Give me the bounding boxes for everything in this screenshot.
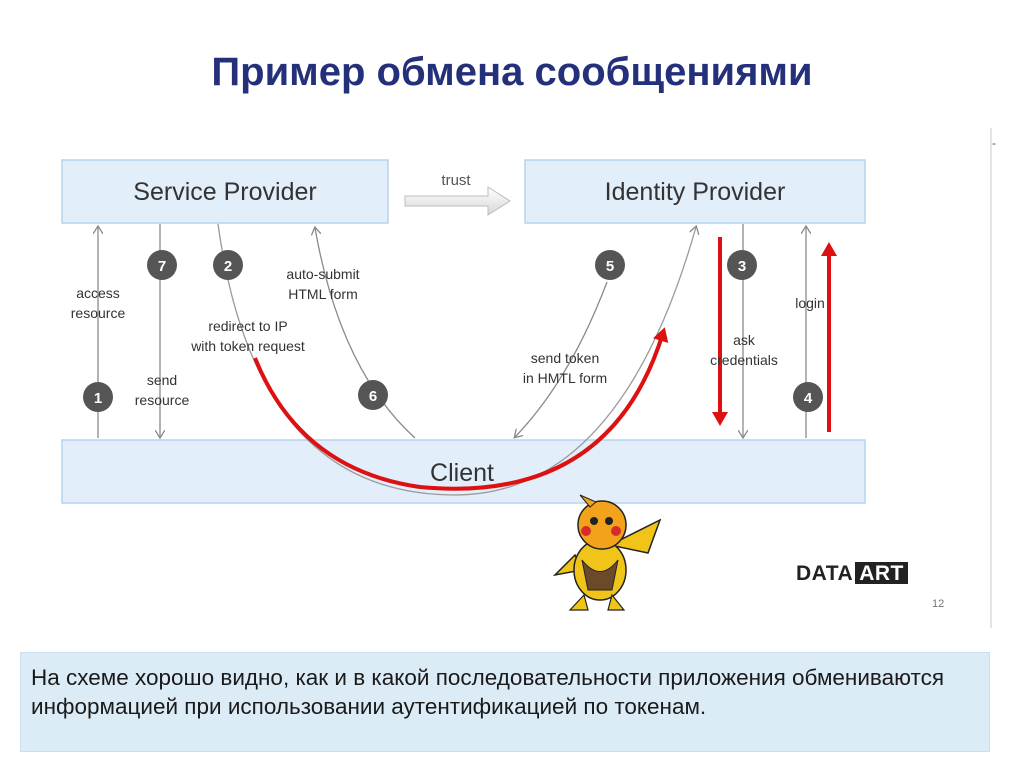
caption-box: На схеме хорошо видно, как и в какой пос… (20, 652, 990, 752)
step-badge-5: 5 (595, 250, 625, 280)
identity-provider-box (524, 159, 866, 224)
svg-text:2: 2 (224, 258, 232, 275)
step-6-label-line-2: HTML form (288, 286, 357, 302)
step-badge-3: 3 (727, 250, 757, 280)
slide-edge-divider (990, 128, 992, 628)
service-provider-label: Service Provider (133, 178, 316, 206)
step-6-arrow (315, 228, 416, 439)
step-4-label: login (795, 295, 825, 311)
step-5-label-line-2: in HMTL form (523, 370, 607, 386)
step-2-label-line-1: redirect to IP (208, 318, 287, 334)
step-3-label-line-2: credentials (710, 352, 778, 368)
trust-arrow (404, 186, 511, 216)
step-badge-4: 4 (793, 382, 823, 412)
step-badge-6: 6 (358, 380, 388, 410)
logo-part-art: ART (855, 562, 908, 585)
svg-text:4: 4 (804, 390, 813, 407)
svg-text:6: 6 (369, 388, 377, 405)
step-5-arrow (515, 281, 608, 437)
step-2-label-line-2: with token request (190, 338, 305, 354)
red-flow-arc (253, 327, 669, 491)
svg-text:3: 3 (738, 258, 746, 275)
token-exchange-diagram: Service Provider Identity Provider Clien… (61, 159, 866, 611)
mascot-illustration (552, 494, 662, 611)
step-6-label-line-1: auto-submit (286, 266, 359, 282)
svg-text:5: 5 (606, 258, 614, 275)
service-provider-box (61, 159, 389, 224)
step-3-label-line-1: ask (733, 332, 756, 348)
trust-label: trust (441, 172, 471, 189)
step-badge-1: 1 (83, 382, 113, 412)
step-1-label-line-1: access (76, 285, 120, 301)
identity-provider-label: Identity Provider (605, 178, 786, 206)
slide-title: Пример обмена сообщениями (211, 50, 813, 94)
step-1-label-line-2: resource (71, 305, 126, 321)
step-7-label-line-2: resource (135, 392, 190, 408)
step-5-label-line-1: send token (531, 350, 600, 366)
step-badge-7: 7 (147, 250, 177, 280)
edge-dash-mark: - (992, 136, 996, 150)
step-badge-2: 2 (213, 250, 243, 280)
step-7-label-line-1: send (147, 372, 177, 388)
svg-text:7: 7 (158, 258, 166, 275)
logo-part-data: DATA (796, 562, 854, 585)
client-box (61, 439, 866, 504)
caption-text: На схеме хорошо видно, как и в какой пос… (31, 665, 945, 719)
svg-text:1: 1 (94, 390, 102, 407)
client-label: Client (430, 459, 494, 487)
page-number: 12 (932, 598, 945, 610)
